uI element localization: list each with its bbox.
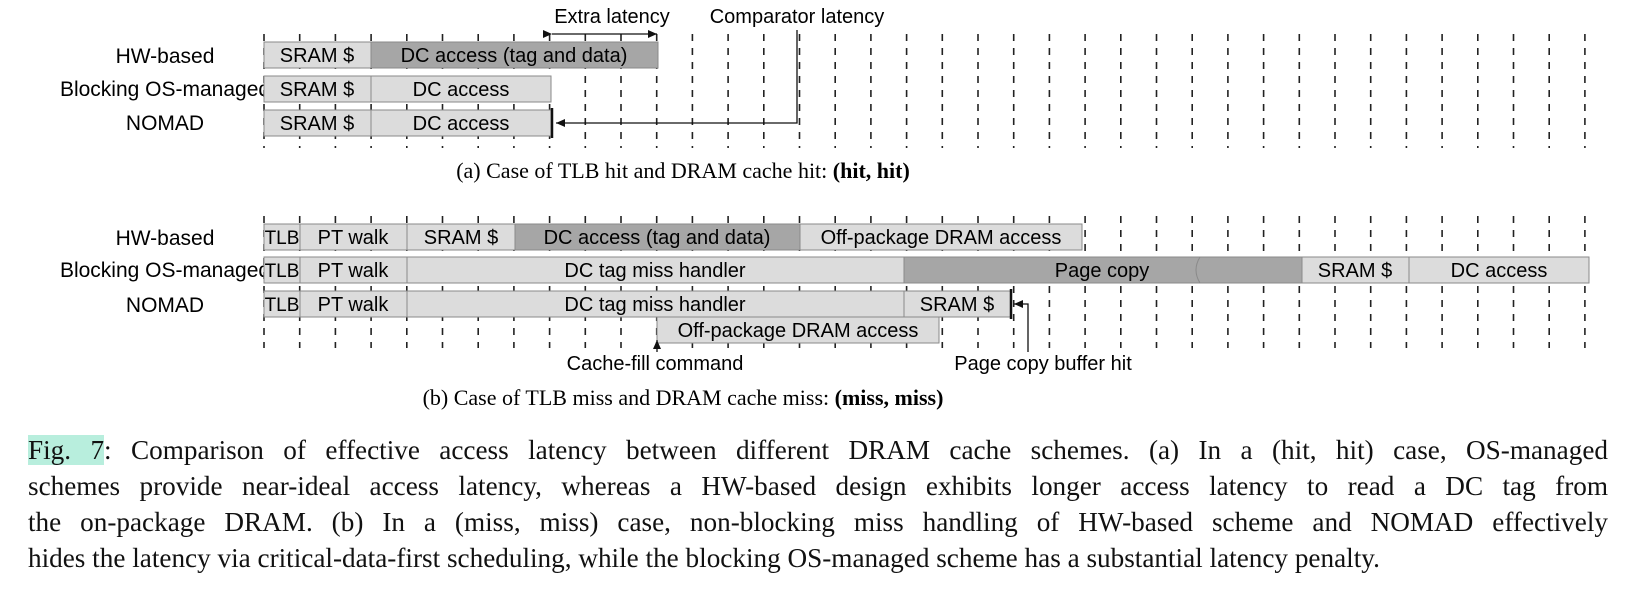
panel-a-hw-dc-bar — [370, 41, 659, 69]
panel-a-blocking-dc-label: DC access — [413, 79, 510, 101]
panel-b-blocking-tlb-bar — [263, 256, 301, 284]
caption-line-2: schemes provide near-ideal access latenc… — [28, 471, 1608, 501]
panel-a-blocking-sram-bar — [263, 75, 372, 103]
panel-b-hw-ptwalk-label: PT walk — [318, 227, 390, 249]
panel-a-nomad-dc-label: DC access — [413, 113, 510, 135]
panel-b-nomad-ptwalk-label: PT walk — [318, 294, 390, 316]
panel-b-blocking-handler-bar — [406, 256, 905, 284]
panel-a-nomad-sram-bar — [263, 109, 372, 137]
panel-b-nomad-offpkg-bar — [656, 316, 940, 344]
panel-a-hw-dc-label: DC access (tag and data) — [401, 45, 628, 67]
panel-b-subcaption-bold: (miss, miss) — [835, 385, 944, 410]
panel-b-blocking-pagecopy-bar-continued — [1195, 256, 1303, 284]
panel-b-nomad-handler-label: DC tag miss handler — [564, 294, 746, 316]
panel-a-blocking-sram-label: SRAM $ — [280, 79, 354, 101]
comparator-latency-label: Comparator latency — [710, 6, 885, 28]
panel-b-hw-sram-bar — [406, 223, 516, 251]
panel-b-blocking-ptwalk-label: PT walk — [318, 260, 390, 282]
page-copy-hit-arrow — [1014, 300, 1029, 352]
panel-b-nomad-tlb-bar — [263, 290, 301, 318]
panel-b-hw-offpkg-bar — [799, 223, 1083, 251]
panel-b: HW-based Blocking OS-managed NOMAD TLB P… — [60, 216, 1590, 410]
panel-b-nomad-ptwalk-bar — [299, 290, 408, 318]
panel-a-subcaption-text: (a) Case of TLB hit and DRAM cache hit: — [456, 158, 833, 183]
panel-b-blocking-sram-bar — [1301, 256, 1410, 284]
comparator-latency-arrow — [556, 30, 798, 127]
panel-a-nomad-sram-label: SRAM $ — [280, 113, 354, 135]
panel-b-nomad-handler-bar — [406, 290, 905, 318]
panel-b-hw-ptwalk-bar — [299, 223, 408, 251]
panel-b-label-blocking: Blocking OS-managed — [60, 259, 270, 282]
panel-b-blocking-sram-label: SRAM $ — [1318, 260, 1392, 282]
panel-b-hw-tlb-bar — [263, 223, 301, 251]
page-copy-hit-label: Page copy buffer hit — [954, 353, 1132, 375]
figure-reference[interactable]: Fig. 7 — [28, 435, 105, 465]
panel-a-label-blocking: Blocking OS-managed — [60, 78, 270, 101]
panel-b-subcaption-text: (b) Case of TLB miss and DRAM cache miss… — [423, 385, 835, 410]
panel-b-hw-offpkg-label: Off-package DRAM access — [821, 227, 1062, 249]
cache-fill-label: Cache-fill command — [567, 353, 744, 375]
panel-a-label-nomad: NOMAD — [126, 112, 204, 135]
panel-b-hw-tlb-label: TLB — [265, 228, 300, 249]
panel-a-label-hw: HW-based — [116, 45, 215, 68]
panel-a-hw-sram-label: SRAM $ — [280, 45, 354, 67]
panel-b-blocking-pagecopy-bar — [903, 256, 1202, 284]
timing-diagram: HW-based Blocking OS-managed NOMAD SRAM … — [60, 6, 1590, 410]
panel-a-subcaption: (a) Case of TLB hit and DRAM cache hit: … — [456, 158, 910, 183]
panel-b-blocking-handler-label: DC tag miss handler — [564, 260, 746, 282]
panel-b-nomad-sram-bar — [903, 290, 1012, 318]
panel-b-blocking-dc-label: DC access — [1451, 260, 1548, 282]
caption-line-3: the on-package DRAM. (b) In a (miss, mis… — [28, 507, 1608, 537]
panel-b-hw-sram-label: SRAM $ — [424, 227, 498, 249]
panel-b-hw-dc-bar — [514, 223, 801, 251]
panel-b-subcaption: (b) Case of TLB miss and DRAM cache miss… — [423, 385, 944, 410]
panel-b-label-nomad: NOMAD — [126, 294, 204, 317]
panel-b-blocking-tlb-label: TLB — [265, 261, 300, 282]
caption-line-1-text: : Comparison of effective access latency… — [104, 435, 1608, 465]
panel-a-blocking-dc-bar — [370, 75, 552, 103]
caption-line-4: hides the latency via critical-data-firs… — [28, 543, 1380, 573]
panel-b-nomad-tlb-label: TLB — [265, 295, 300, 316]
panel-a: HW-based Blocking OS-managed NOMAD SRAM … — [60, 6, 1586, 183]
panel-a-subcaption-bold: (hit, hit) — [833, 158, 910, 183]
panel-b-hw-dc-label: DC access (tag and data) — [544, 227, 771, 249]
panel-b-nomad-sram-label: SRAM $ — [920, 294, 994, 316]
panel-b-blocking-ptwalk-bar — [299, 256, 408, 284]
caption-line-1: Fig. 7: Comparison of effective access l… — [28, 432, 1608, 468]
figure-caption: Fig. 7: Comparison of effective access l… — [28, 432, 1608, 576]
panel-b-blocking-pagecopy-label: Page copy — [1055, 260, 1150, 282]
panel-b-label-hw: HW-based — [116, 227, 215, 250]
extra-latency-label: Extra latency — [554, 6, 670, 28]
panel-b-nomad-offpkg-label: Off-package DRAM access — [678, 320, 919, 342]
panel-b-blocking-dc-bar — [1408, 256, 1590, 284]
